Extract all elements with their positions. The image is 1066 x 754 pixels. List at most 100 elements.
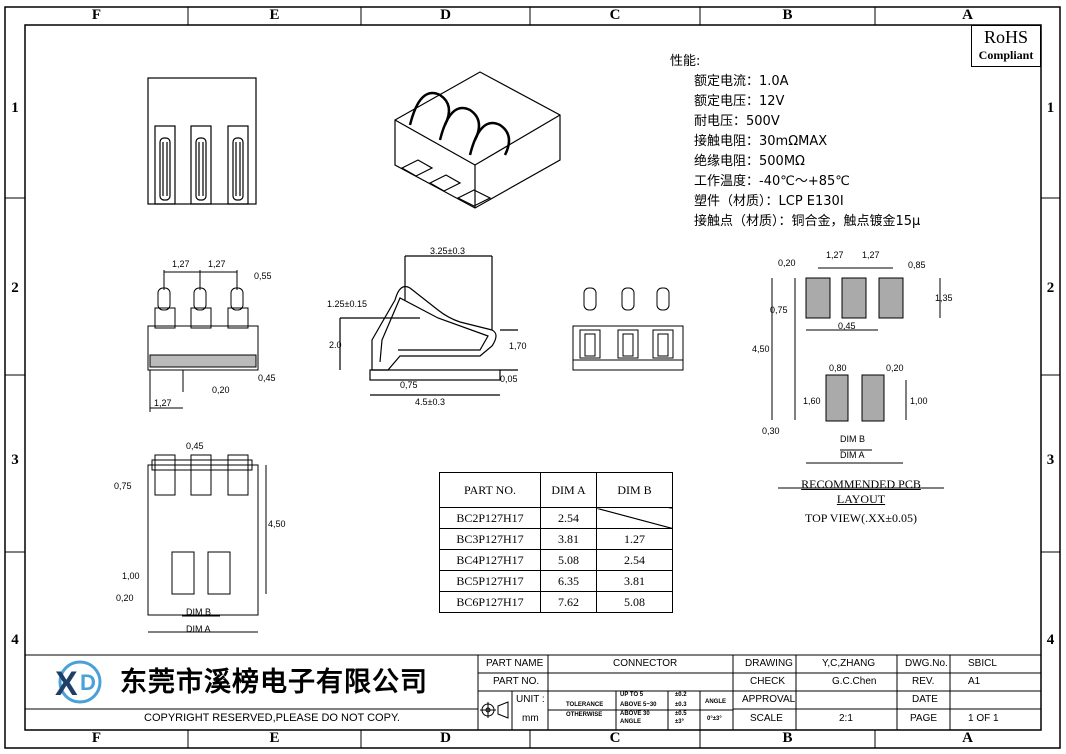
dim-label: 0,75 (770, 305, 788, 315)
dim-label: 0,30 (762, 426, 780, 436)
svg-text:D: D (80, 670, 96, 695)
rear-view-drawing (572, 287, 684, 371)
angle-value: 0°±3° (707, 716, 722, 722)
table-cell: BC3P127H17 (439, 528, 541, 550)
dim-label: 0,85 (908, 260, 926, 270)
rohs-title: RoHS (983, 27, 1028, 47)
table-row: BC3P127H17 3.81 1.27 (439, 528, 673, 550)
otherwise-label: OTHERWISE (566, 712, 603, 718)
zone-row-2-right: 2 (1046, 280, 1055, 296)
table-row: BC2P127H17 2.54 (439, 507, 673, 529)
table-row: BC6P127H17 7.62 5.08 (439, 591, 673, 613)
spec-list: 额定电流：1.0A 额定电压：12V 耐电压：500V 接触电阻：30mΩMAX… (694, 72, 920, 232)
dim-label: 4.5±0.3 (415, 397, 445, 407)
dim-label: 3.25±0.3 (430, 246, 465, 256)
dim-label: 1,00 (122, 571, 140, 581)
dim-label: 0,20 (116, 593, 134, 603)
dim-label: 0,20 (886, 363, 904, 373)
tol-value-angle: ±3° (675, 719, 685, 725)
zone-row-4-right: 4 (1046, 632, 1055, 648)
scale-label: SCALE (750, 713, 783, 724)
dim-label: 0,80 (829, 363, 847, 373)
company-logo: X D (55, 660, 102, 704)
spec-line: 绝缘电阻：500MΩ (694, 154, 805, 169)
table-header: PART NO. (439, 472, 541, 508)
table-cell: BC2P127H17 (439, 507, 541, 529)
spec-line: 工作温度：-40℃～+85℃ (694, 174, 850, 189)
zone-col-a-bottom: A (962, 730, 973, 746)
tol-value-3: ±0.5 (675, 711, 687, 717)
tol-range-3: ABOVE 30 (620, 711, 650, 717)
zone-col-d: D (440, 7, 451, 23)
table-cell: 2.54 (540, 507, 597, 529)
company-name: 东莞市溪榜电子有限公司 (120, 667, 428, 698)
dim-label: 4,50 (268, 519, 286, 529)
zone-row-2: 2 (11, 280, 19, 296)
page-label: PAGE (910, 713, 938, 724)
rohs-badge: RoHS Compliant (971, 25, 1041, 67)
zone-col-b: B (782, 7, 793, 23)
bottom-view-drawing (147, 454, 267, 633)
table-row: BC5P127H17 6.35 3.81 (439, 570, 673, 592)
table-cell: BC4P127H17 (439, 549, 541, 571)
drawing-value: Y,C,ZHANG (822, 658, 876, 669)
dim-label: 1,27 (826, 250, 844, 260)
spec-line: 额定电流：1.0A (694, 74, 789, 89)
spec-title: 性能: (670, 54, 701, 69)
dim-label: 0,45 (186, 441, 204, 451)
dim-label: 1,70 (509, 341, 527, 351)
scale-value: 2:1 (839, 713, 853, 724)
top-view-drawing (147, 270, 259, 412)
table-cell: 3.81 (596, 570, 673, 592)
zone-col-a: A (962, 7, 973, 23)
table-cell: BC6P127H17 (439, 591, 541, 613)
check-label: CHECK (750, 676, 786, 687)
dim-label: 1,00 (910, 396, 928, 406)
unit-value: mm (522, 713, 539, 724)
pcb-caption: RECOMMENDED PCB LAYOUT TOP VIEW(.XX±0.05… (778, 477, 944, 526)
dim-label: DIM A (840, 450, 865, 460)
pcb-caption-line1: RECOMMENDED PCB LAYOUT (801, 477, 921, 506)
isometric-view-drawing (394, 71, 561, 209)
dim-label: 0,20 (778, 258, 796, 268)
tol-range-2: ABOVE 5~30 (620, 702, 657, 708)
title-block-grid (25, 654, 1041, 730)
tolerance-label: TOLERANCE (566, 702, 604, 708)
approval-label: APPROVAL (742, 694, 796, 705)
dim-label: 1,27 (208, 259, 226, 269)
dim-label: 1.25±0.15 (327, 299, 367, 309)
dim-label: DIM B (840, 434, 866, 444)
rev-label: REV. (912, 676, 935, 687)
tol-range-1: UP TO 5 (620, 692, 644, 698)
zone-row-3: 3 (11, 452, 19, 468)
check-value: G.C.Chen (832, 676, 877, 687)
dim-label: 0,75 (400, 380, 418, 390)
rohs-subtitle: Compliant (978, 48, 1034, 62)
zone-col-e: E (269, 7, 280, 23)
spec-line: 接触点（材质）：铜合金，触点镀金15μ (694, 214, 921, 229)
dim-label: 0,45 (258, 373, 276, 383)
spec-line: 接触电阻：30mΩMAX (694, 134, 828, 149)
parts-table: PART NO. DIM A DIM B BC2P127H17 2.54 BC3… (439, 472, 673, 613)
dim-label: 0,45 (838, 321, 856, 331)
dwg-value: SBICL (968, 658, 997, 669)
table-cell-empty (596, 507, 673, 529)
zone-row-4: 4 (11, 632, 19, 648)
zone-col-b-bottom: B (782, 730, 793, 746)
side-view-drawing (339, 255, 518, 396)
zone-row-1: 1 (11, 100, 19, 116)
tol-value-1: ±0.2 (675, 692, 687, 698)
dim-label: 2.0 (329, 340, 342, 350)
dim-label: 0,75 (114, 481, 132, 491)
dim-label: 0,20 (212, 385, 230, 395)
spec-line: 塑件（材质）：LCP E130I (694, 194, 844, 209)
zone-row-3-right: 3 (1046, 452, 1055, 468)
dim-label: 1,27 (154, 398, 172, 408)
unit-label: UNIT : (516, 694, 545, 705)
rev-value: A1 (968, 676, 981, 687)
projection-symbol-icon (480, 701, 509, 719)
table-cell: 6.35 (540, 570, 597, 592)
pcb-caption-line2: TOP VIEW(.XX±0.05) (804, 511, 918, 525)
svg-text:X: X (55, 665, 78, 703)
